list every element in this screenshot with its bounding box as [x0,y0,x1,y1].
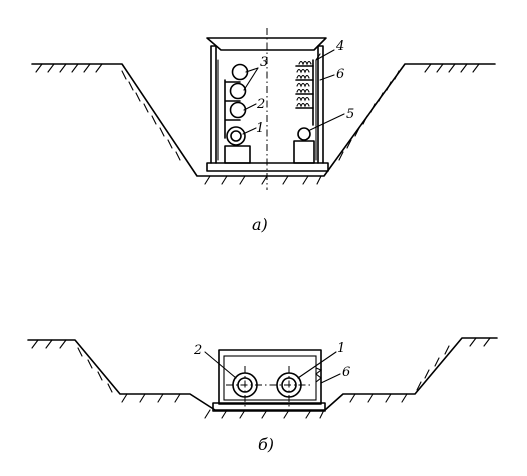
ground-hatch-a-bottom [204,175,322,185]
pipe-5 [297,127,311,141]
cover-slab-a [206,37,327,51]
pipe-3-upper [231,63,249,81]
channel-wall-right [317,45,324,164]
pipe-2 [229,101,247,119]
ground-hatch-a-right [338,63,480,161]
pipe-1-outer [226,126,246,146]
leader-lines-a [242,49,345,135]
label-a-3: 3 [260,55,268,70]
label-a-6: 6 [336,67,344,82]
caption-b: б) [258,435,274,454]
trench-b-profile [27,337,498,411]
ground-hatch-b [31,337,491,419]
box-channel-outer [218,349,322,405]
pipe-1-inner [230,130,242,142]
channel-wall-left [210,45,217,164]
trench-a-profile [31,63,496,177]
caption-a: а) [252,215,268,234]
cable-shelves-right [295,59,314,126]
ground-hatch-a-left [35,63,181,161]
box-channel-inner [223,355,317,401]
insulation-layer-a [217,53,321,161]
label-a-1: 1 [256,121,264,136]
figure-a: 3 2 1 4 6 5 а) [31,28,496,234]
label-a-2: 2 [256,97,265,112]
label-b-2: 2 [193,343,202,358]
pipe-supports-left [224,79,241,139]
leader-lines-b [204,351,341,384]
pipe-3-lower [229,82,247,100]
label-a-4: 4 [335,39,344,54]
label-b-1: 1 [337,341,345,356]
support-block-right [293,140,315,164]
label-b-6: 6 [342,365,350,380]
figure-b: 2 1 6 б) [27,337,498,454]
base-slab-b [212,402,326,412]
box-joint-b [315,367,323,383]
label-a-5: 5 [346,107,354,122]
pipe-centre-lines-b [226,366,312,408]
support-block-left [224,145,251,164]
